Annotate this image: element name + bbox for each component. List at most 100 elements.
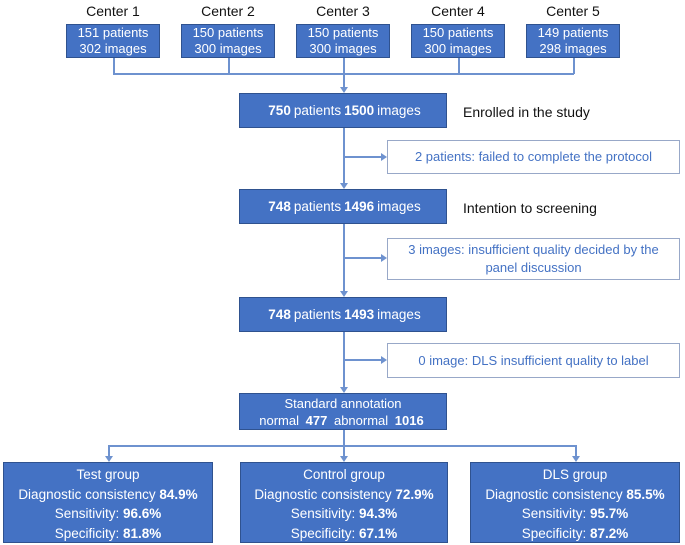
images-word: images	[377, 307, 421, 322]
exclusion-box: 2 patients: failed to complete the proto…	[387, 140, 680, 174]
images-word: images	[377, 199, 421, 214]
center-box: 150 patients 300 images	[181, 24, 275, 58]
annotation-counts: normal 477 abnormal 1016	[259, 412, 426, 429]
metric-label: Sensitivity:	[54, 506, 120, 521]
arrow-down-icon	[340, 456, 348, 462]
connector-line	[343, 73, 345, 87]
exclusion-box: 3 images: insufficient quality decided b…	[387, 238, 680, 280]
group-consistency: Diagnostic consistency 84.9%	[4, 485, 212, 505]
patients-count: 748	[268, 199, 291, 214]
group-specificity: Specificity: 81.8%	[4, 524, 212, 544]
exclusion-text: 3 images: insufficient quality decided b…	[408, 242, 659, 275]
center-patients: 151 patients	[77, 25, 149, 40]
images-word: images	[377, 103, 421, 118]
exclusion-text: 0 image: DLS insufficient quality to lab…	[418, 352, 649, 368]
center-label: Center 4	[431, 3, 485, 19]
group-specificity: Specificity: 67.1%	[241, 524, 447, 544]
group-consistency: Diagnostic consistency 85.5%	[471, 485, 679, 505]
exclusion-text: 2 patients: failed to complete the proto…	[414, 149, 653, 164]
arrow-down-icon	[340, 291, 348, 297]
group-consistency: Diagnostic consistency 72.9%	[241, 485, 447, 505]
patients-word: patients	[293, 103, 342, 118]
center-label: Center 1	[86, 3, 140, 19]
metric-value: 87.2%	[590, 525, 629, 541]
center-box: 150 patients 300 images	[411, 24, 505, 58]
connector-line	[343, 128, 345, 183]
center-label: Center 3	[316, 3, 370, 19]
center-images: 300 images	[194, 41, 262, 56]
group-box-dls: DLS group Diagnostic consistency 85.5% S…	[470, 462, 680, 543]
metric-label: Specificity:	[54, 525, 120, 541]
connector-line	[343, 156, 381, 158]
abnormal-count: 1016	[394, 412, 424, 428]
abnormal-word: abnormal	[333, 412, 389, 428]
group-sensitivity: Sensitivity: 95.7%	[471, 504, 679, 524]
patients-word: patients	[293, 307, 342, 322]
connector-line	[108, 445, 575, 447]
connector-line	[343, 257, 381, 259]
center-box: 149 patients 298 images	[526, 24, 620, 58]
arrow-down-icon	[105, 456, 113, 462]
group-sensitivity: Sensitivity: 96.6%	[4, 504, 212, 524]
metric-label: Diagnostic consistency	[18, 486, 156, 502]
metric-value: 67.1%	[359, 525, 398, 541]
patients-word: patients	[293, 199, 342, 214]
center-patients: 150 patients	[307, 25, 379, 40]
images-count: 1496	[344, 199, 375, 214]
metric-label: Specificity:	[290, 525, 356, 541]
metric-label: Sensitivity:	[290, 506, 356, 521]
images-count: 1493	[344, 307, 375, 322]
metric-label: Sensitivity:	[521, 506, 587, 521]
center-images: 300 images	[424, 41, 492, 56]
metric-value: 96.6%	[123, 506, 162, 521]
normal-word: normal	[259, 412, 300, 428]
connector-line	[343, 445, 345, 456]
metric-label: Diagnostic consistency	[254, 486, 392, 502]
images-count: 1500	[344, 103, 375, 118]
arrow-down-icon	[340, 387, 348, 393]
metric-label: Diagnostic consistency	[485, 486, 623, 502]
center-images: 300 images	[309, 41, 377, 56]
exclusion-box: 0 image: DLS insufficient quality to lab…	[387, 343, 680, 378]
center-box: 151 patients 302 images	[66, 24, 160, 58]
group-sensitivity: Sensitivity: 94.3%	[241, 504, 447, 524]
normal-count: 477	[305, 412, 328, 428]
center-images: 298 images	[539, 41, 607, 56]
group-box-control: Control group Diagnostic consistency 72.…	[240, 462, 448, 543]
annotation-title: Standard annotation	[284, 395, 402, 411]
connector-line	[113, 58, 115, 74]
metric-label: Specificity:	[521, 525, 587, 541]
center-label: Center 5	[546, 3, 600, 19]
metric-value: 84.9%	[159, 486, 198, 502]
arrow-right-icon	[381, 254, 387, 262]
annotation-box: Standard annotation normal 477 abnormal …	[239, 393, 447, 430]
connector-line	[108, 445, 110, 456]
group-specificity: Specificity: 87.2%	[471, 524, 679, 544]
patients-count: 750	[268, 103, 291, 118]
group-title: Test group	[76, 467, 140, 482]
metric-value: 95.7%	[590, 506, 629, 521]
connector-line	[458, 58, 460, 74]
connector-line	[343, 430, 345, 446]
group-title: Control group	[303, 467, 385, 482]
center-box: 150 patients 300 images	[296, 24, 390, 58]
group-title: DLS group	[542, 467, 608, 482]
center-images: 302 images	[79, 41, 147, 56]
arrow-right-icon	[381, 356, 387, 364]
group-box-test: Test group Diagnostic consistency 84.9% …	[3, 462, 213, 543]
center-patients: 149 patients	[537, 25, 609, 40]
arrow-down-icon	[340, 87, 348, 93]
stage-note-intention: Intention to screening	[463, 200, 597, 216]
connector-line	[573, 58, 575, 74]
metric-value: 85.5%	[626, 486, 665, 502]
metric-value: 81.8%	[123, 525, 162, 541]
patients-count: 748	[268, 307, 291, 322]
arrow-down-icon	[572, 456, 580, 462]
metric-value: 94.3%	[359, 506, 398, 521]
center-label: Center 2	[201, 3, 255, 19]
connector-line	[343, 58, 345, 74]
